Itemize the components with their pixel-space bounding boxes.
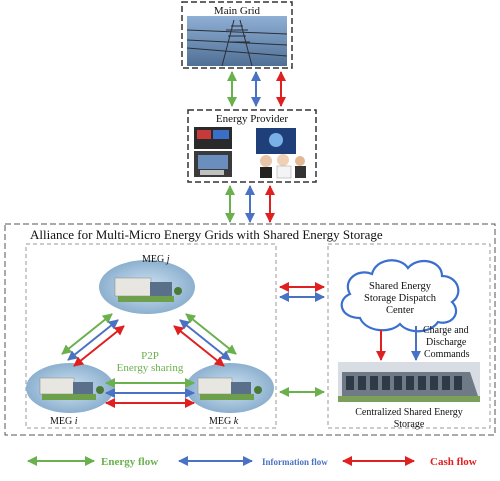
control-room-image bbox=[194, 127, 232, 177]
legend-information-label: Information flow bbox=[262, 457, 328, 467]
storage-label-line2: Storage bbox=[394, 419, 425, 430]
commands-line2: Discharge bbox=[426, 337, 467, 348]
legend-energy-label: Energy flow bbox=[101, 456, 158, 468]
dispatch-center-line1: Shared Energy bbox=[369, 281, 432, 292]
meg-j: MEG j bbox=[99, 254, 195, 314]
dispatch-center-line3: Center bbox=[386, 305, 414, 316]
dispatch-center-cloud: Shared Energy Storage Dispatch Center bbox=[340, 259, 460, 333]
operators-image bbox=[256, 128, 306, 179]
meg-j-label: MEG j bbox=[142, 254, 170, 265]
commands-line3: Commands bbox=[424, 349, 470, 360]
grid-provider-arrows bbox=[227, 71, 286, 107]
transmission-tower-icon bbox=[186, 19, 288, 67]
alliance-title: Alliance for Multi-Micro Energy Grids wi… bbox=[30, 227, 383, 242]
p2p-label-line1: P2P bbox=[141, 350, 159, 362]
meg-j-k-arrows bbox=[173, 313, 237, 367]
energy-provider-box: Energy Provider bbox=[187, 109, 317, 183]
p2p-label-line2: Energy sharing bbox=[117, 362, 184, 374]
meg-i-label: MEG i bbox=[50, 416, 78, 427]
alliance-box bbox=[4, 223, 496, 436]
meg-k-label: MEG k bbox=[209, 416, 239, 427]
energy-provider-title: Energy Provider bbox=[216, 113, 289, 125]
legend-cash-label: Cash flow bbox=[430, 456, 477, 468]
meg-i-k-arrows bbox=[105, 378, 195, 408]
provider-alliance-arrows bbox=[225, 185, 275, 223]
dispatch-center-line2: Storage Dispatch bbox=[364, 293, 437, 304]
meg-k: MEG k bbox=[186, 363, 274, 427]
main-grid-box: Main Grid bbox=[181, 1, 293, 69]
meg-j-i-arrows bbox=[61, 313, 125, 367]
main-grid-title: Main Grid bbox=[214, 5, 261, 17]
storage-building-image bbox=[338, 362, 480, 402]
legend: Energy flow Information flow Cash flow bbox=[27, 456, 477, 468]
commands-line1: Charge and bbox=[423, 325, 469, 336]
storage-cluster-box bbox=[327, 243, 491, 429]
cluster-link-arrows bbox=[279, 282, 325, 397]
storage-label-line1: Centralized Shared Energy bbox=[355, 407, 463, 418]
meg-i: MEG i bbox=[26, 363, 114, 427]
